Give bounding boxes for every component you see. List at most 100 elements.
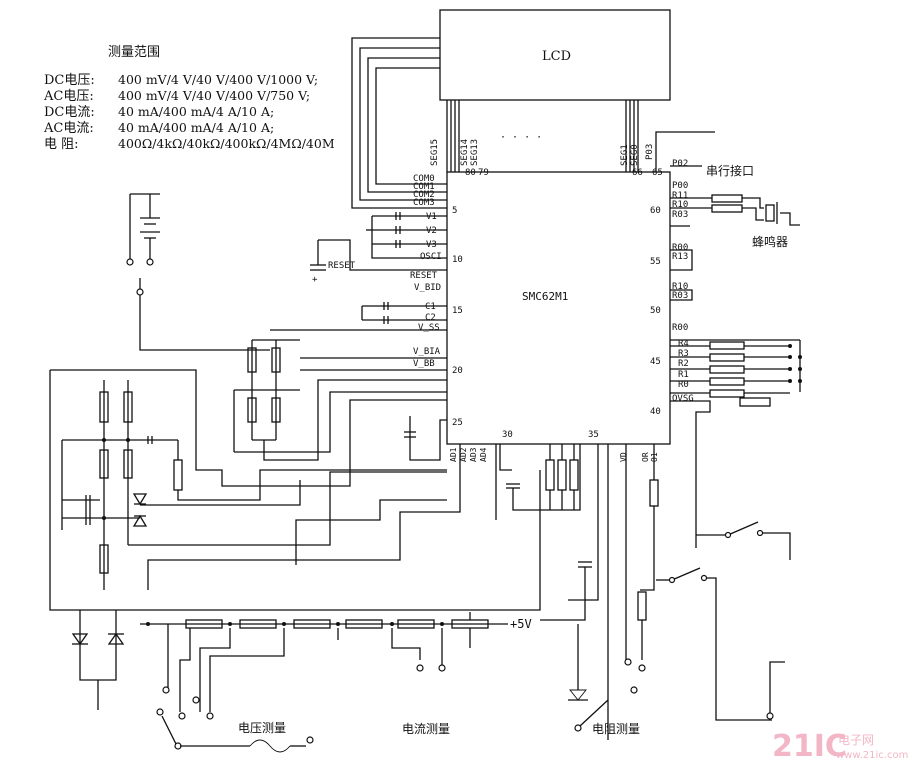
pin-label-p02: P02 [672, 159, 688, 169]
range-label-dc-voltage: DC电压: [44, 73, 95, 88]
pin-label-r03b: R03 [672, 291, 688, 301]
pin-label-seg14: SEG14 [460, 139, 470, 166]
pin-label-com3: COM3 [413, 198, 435, 208]
watermark-brand: 21IC [772, 729, 847, 764]
pin-num-40: 40 [650, 407, 661, 417]
lcd-bias-capacitors [366, 212, 447, 259]
pin-num-55: 55 [650, 257, 661, 267]
lcd-module: LCD · · · · [351, 9, 715, 209]
pin-label-r4: R4 [678, 339, 689, 349]
pin-label-vss: V_SS [418, 323, 440, 333]
pin-num-66: 66 [632, 168, 643, 178]
pin-label-r10b: R10 [672, 282, 688, 292]
voltage-measure-label: 电压测量 [238, 721, 286, 735]
pin-label-com0: COM0 [413, 174, 435, 184]
chip-name: SMC62M1 [522, 290, 568, 303]
pin-label-v1: V1 [426, 212, 437, 222]
reset-label: RESET [328, 261, 356, 271]
site-watermark: 21IC 电子网 www.21ic.com [772, 729, 908, 764]
resistance-measure-label: 电阻测量 [592, 722, 640, 736]
pin-num-5: 5 [452, 206, 457, 216]
pin-label-vbb: V_BB [413, 359, 435, 369]
pin-num-60: 60 [650, 206, 661, 216]
pin-label-r00b: R00 [672, 323, 688, 333]
pin-label-ad2: AD2 [459, 447, 468, 462]
pin-label-vd: VD [619, 452, 628, 462]
range-value-ac-current: 40 mA/400 mA/4 A/10 A; [118, 120, 274, 135]
pin-label-reset: RESET [410, 271, 438, 281]
range-label-ac-current: AC电流: [43, 121, 94, 136]
pin-label-com2: COM2 [413, 190, 435, 200]
pin-label-p03: P03 [645, 144, 655, 160]
watermark-sub2: www.21ic.com [836, 750, 908, 761]
charge-pump-capacitors [270, 302, 447, 331]
pin-num-80: 80 [465, 168, 476, 178]
pin-label-r10a: R10 [672, 200, 688, 210]
reset-circuit: + RESET [310, 239, 447, 285]
pin-label-seg0: SEG0 [630, 144, 640, 166]
pin-num-79: 79 [478, 168, 489, 178]
range-value-dc-current: 40 mA/400 mA/4 A/10 A; [118, 104, 274, 119]
pin-label-ovsg: OVSG [672, 394, 694, 404]
pin-label-r11: R11 [672, 191, 688, 201]
pin-label-vbid: V_BID [414, 283, 441, 293]
pin-label-osci: OSCI [420, 252, 442, 262]
pin-label-r0: R0 [678, 380, 689, 390]
pin-label-ad4: AD4 [479, 447, 488, 462]
chip-bottom-components [499, 444, 659, 740]
pin-label-v3: V3 [426, 240, 437, 250]
bias-resistor-network [233, 339, 447, 461]
range-resistor-chain: +5V [140, 612, 588, 712]
pin-label-r3: R3 [678, 349, 689, 359]
measurement-ranges: 测量范围 DC电压: 400 mV/4 V/40 V/400 V/1000 V;… [43, 45, 335, 152]
pin-num-10: 10 [452, 255, 463, 265]
pin-label-r2: R2 [678, 359, 689, 369]
smc62m1-chip: SMC62M1 SEG15 SEG14 SEG13 SEG1 SEG0 P03 … [410, 131, 694, 462]
pin-label-seg13: SEG13 [470, 139, 480, 166]
pin-num-65: 65 [652, 168, 663, 178]
pin-label-c1: C1 [425, 302, 436, 312]
input-divider-network [61, 380, 447, 590]
function-selector-nodes [156, 658, 646, 753]
battery-circuit [126, 193, 270, 351]
ranges-title: 测量范围 [108, 45, 160, 60]
range-switch-resistors [670, 339, 802, 548]
pin-label-vbia: V_BIA [413, 347, 441, 357]
buzzer-circuit: 蜂鸣器 [670, 194, 800, 249]
current-measure-label: 电流测量 [402, 722, 450, 736]
lcd-box [439, 9, 671, 101]
pin-label-ad3: AD3 [469, 447, 478, 462]
range-value-resistance: 400Ω/4kΩ/40kΩ/400kΩ/4MΩ/40M [118, 136, 335, 151]
pin-label-seg1: SEG1 [620, 144, 630, 166]
range-label-resistance: 电 阻: [44, 137, 79, 152]
pin-label-seg15: SEG15 [430, 139, 440, 166]
chip-body [446, 171, 671, 445]
pin-num-20: 20 [452, 366, 463, 376]
range-value-ac-voltage: 400 mV/4 V/40 V/400 V/750 V; [118, 88, 310, 103]
pin-label-p00: P00 [672, 181, 688, 191]
pin-label-c2: C2 [425, 313, 436, 323]
pin-num-45: 45 [650, 357, 661, 367]
plus-5v-label: +5V [510, 617, 532, 631]
pin-label-v2: V2 [426, 226, 437, 236]
range-label-dc-current: DC电流: [44, 105, 95, 120]
buzzer-label: 蜂鸣器 [752, 234, 788, 249]
pin-num-50: 50 [650, 306, 661, 316]
pin-num-25: 25 [452, 418, 463, 428]
pin-label-r13: R13 [672, 252, 688, 262]
pin-num-30: 30 [502, 430, 513, 440]
pin-num-35: 35 [588, 430, 599, 440]
protection-diodes [71, 610, 125, 710]
reset-cap-plus: + [312, 275, 318, 285]
pin-label-com1: COM1 [413, 182, 435, 192]
pin-label-ad1: AD1 [449, 447, 458, 462]
pin-num-15: 15 [452, 306, 463, 316]
svg-text:· · · ·: · · · · [500, 132, 542, 143]
serial-interface-label: 串行接口 [706, 163, 754, 178]
pin-label-or: OR [641, 452, 650, 462]
range-value-dc-voltage: 400 mV/4 V/40 V/400 V/1000 V; [118, 72, 318, 87]
pin-label-r00a: R00 [672, 243, 688, 253]
pin-label-r03a: R03 [672, 210, 688, 220]
lcd-label: LCD [542, 49, 571, 64]
